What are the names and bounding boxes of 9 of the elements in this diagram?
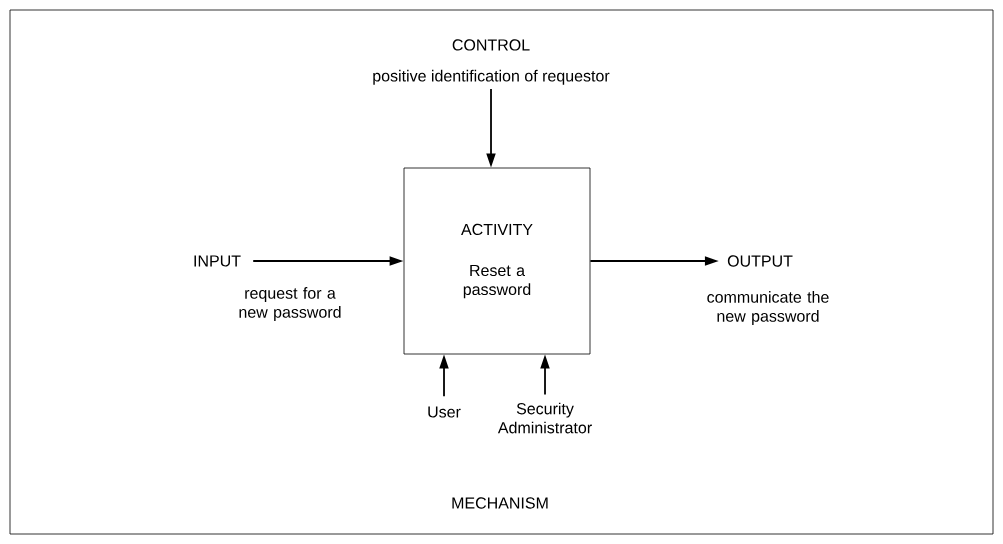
control-text: CONTROL positive identification of requestor xyxy=(373,39,610,85)
input-text: INPUT xyxy=(194,255,241,267)
mechanism-text: User xyxy=(428,406,461,418)
activity-box: ACTIVITY Reset a password xyxy=(403,167,591,355)
output-description: communicate the new password xyxy=(707,291,829,325)
input-description: request for a new password xyxy=(239,287,341,321)
output-text: OUTPUT xyxy=(727,255,793,267)
mechanism-label: MECHANISM xyxy=(452,497,548,509)
mechanism-text: Security Administrator xyxy=(497,402,592,434)
